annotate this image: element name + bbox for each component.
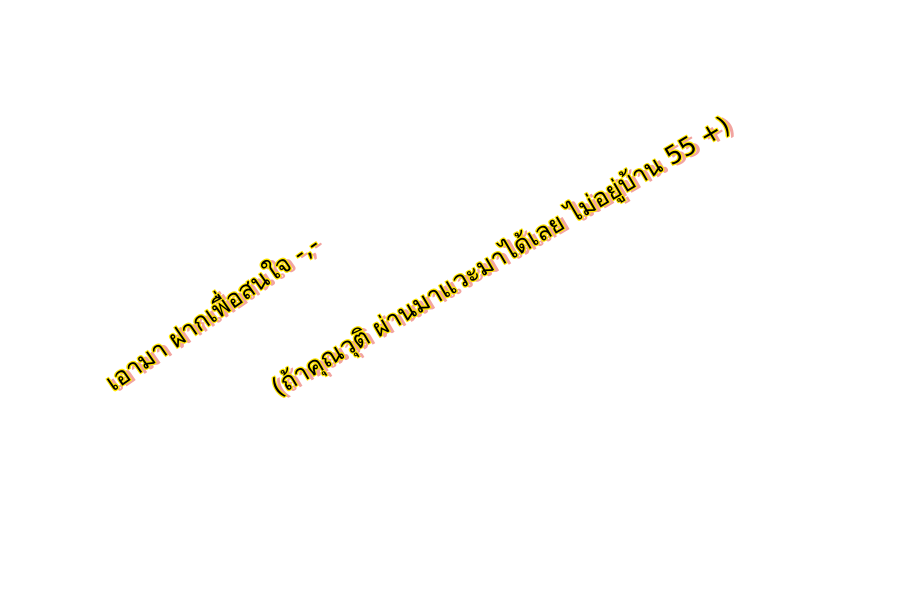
note-line-2: (ถ้าคุณวุติ ผ่านมาแวะมาได้เลย ไม่อยู่บ้า… xyxy=(266,110,736,403)
